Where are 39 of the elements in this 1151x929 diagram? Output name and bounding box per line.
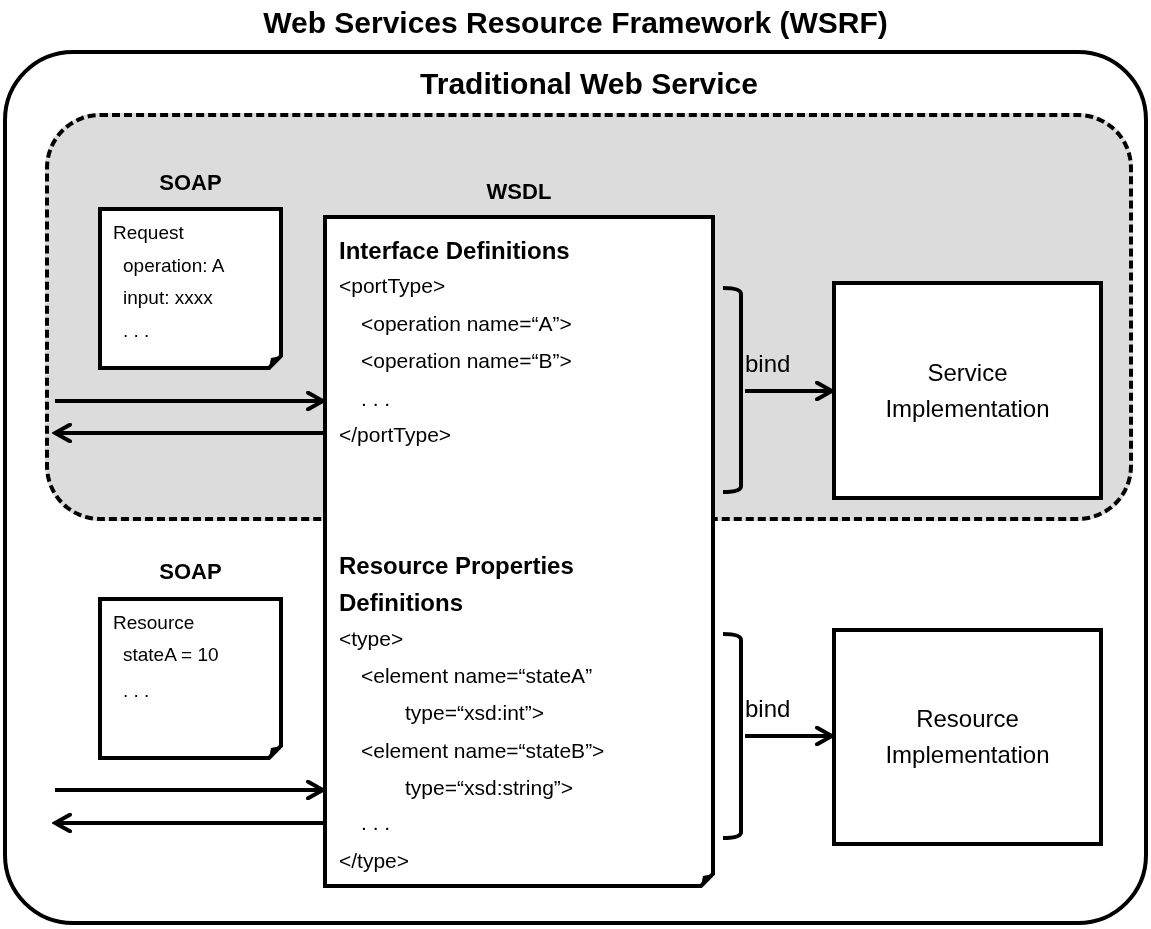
group-title: Traditional Web Service	[420, 66, 758, 102]
code-line: type=“xsd:string”>	[405, 776, 574, 799]
code-line: </portType>	[339, 423, 452, 446]
code-line: Request	[113, 222, 184, 243]
arrow	[53, 812, 323, 834]
code-line: </type>	[339, 849, 410, 872]
code-line: <operation name=“B”>	[361, 349, 572, 372]
document-title: SOAP	[159, 559, 222, 586]
code-line: <element name=“stateA”	[361, 664, 593, 687]
arrow	[745, 725, 834, 747]
code-line: . . .	[361, 811, 391, 834]
code-line: <operation name=“A”>	[361, 312, 572, 335]
box-label: Resource Implementation	[884, 704, 1051, 770]
code-line: . . .	[361, 387, 391, 410]
arrow	[53, 422, 323, 444]
arrow	[55, 390, 325, 412]
section-heading: Resource Properties Definitions	[339, 552, 574, 616]
group-title: Web Services Resource Framework (WSRF)	[263, 5, 888, 41]
code-line: type=“xsd:int”>	[405, 701, 544, 724]
document-title: WSDL	[486, 179, 552, 206]
code-line: input: xxxx	[123, 287, 213, 308]
arrow	[55, 779, 325, 801]
box-label: Service Implementation	[884, 357, 1051, 424]
code-line: Resource	[113, 612, 195, 633]
code-line: operation: A	[123, 255, 225, 276]
code-line: <type>	[339, 627, 404, 650]
implementation-box	[832, 628, 1103, 846]
implementation-box	[832, 281, 1103, 500]
code-line: . . .	[123, 320, 150, 341]
document-title: SOAP	[159, 170, 222, 197]
arrow	[745, 380, 834, 402]
code-line: <element name=“stateB”>	[361, 739, 605, 762]
code-line: . . .	[123, 680, 150, 701]
document-shape	[323, 215, 715, 888]
code-line: <portType>	[339, 274, 446, 297]
section-heading: Interface Definitions	[339, 237, 570, 264]
bracket	[723, 632, 745, 840]
bracket	[723, 286, 745, 494]
code-line: stateA = 10	[123, 644, 219, 665]
